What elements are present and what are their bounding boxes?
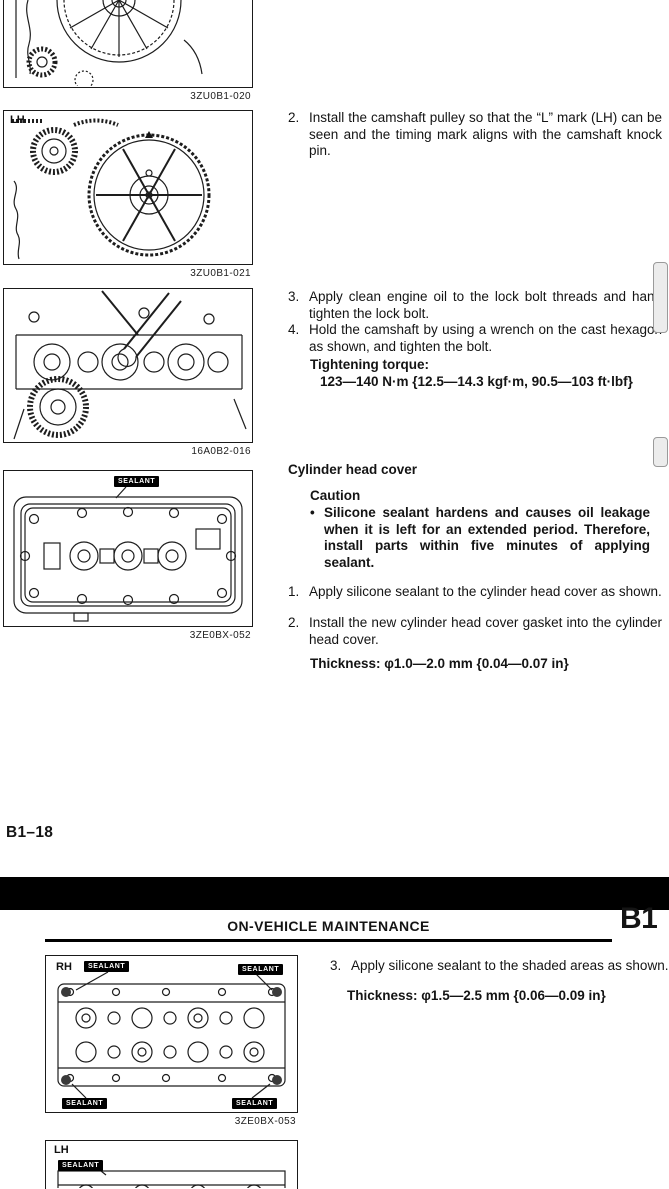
figure-label-lh: LH: [54, 1144, 69, 1156]
camshaft-wrench-drawing: [13, 290, 247, 440]
sealant-tag: SEALANT: [84, 961, 130, 972]
step-number: 3.: [330, 958, 342, 973]
page-header-title: ON-VEHICLE MAINTENANCE: [227, 918, 430, 934]
step-install-gasket: 2. Install the new cylinder head cover g…: [288, 615, 662, 648]
step-text: Install the camshaft pulley so that the …: [309, 110, 662, 158]
figure-label-rh: RH: [56, 961, 72, 973]
step-apply-sealant-shaded: 3. Apply silicone sealant to the shaded …: [330, 958, 669, 975]
figure-cylinder-head-lh-partial: LH SEALANT: [45, 1140, 298, 1189]
figure-cylinder-head-rh-sealant: RH SEALANT SEALANT SEALANT SEALANT: [45, 955, 298, 1113]
sealant-tag: SEALANT: [238, 964, 284, 975]
sealant-tag: SEALANT: [58, 1160, 104, 1171]
figure-caption: 16A0B2-016: [191, 446, 251, 457]
step-install-pulley: 2. Install the camshaft pulley so that t…: [288, 110, 662, 160]
figure-caption: 3ZU0B1-021: [190, 268, 251, 279]
figure-caption: 3ZU0B1-020: [190, 91, 251, 102]
figure-label-lh: LH: [10, 114, 25, 126]
caution-label: Caution: [310, 488, 361, 503]
cylinder-head-rh-drawing: [57, 971, 286, 1099]
step-text: Hold the camshaft by using a wrench on t…: [309, 322, 662, 354]
header-rule: [45, 939, 612, 942]
step-number: 1.: [288, 584, 300, 599]
sealant-tag: SEALANT: [232, 1098, 278, 1109]
step-apply-oil: 3. Apply clean engine oil to the lock bo…: [288, 289, 662, 322]
cylinder-head-cover-drawing: [13, 486, 243, 622]
bullet-marker: •: [310, 505, 315, 520]
step-text: Apply clean engine oil to the lock bolt …: [309, 289, 662, 321]
sealant-tag: SEALANT: [62, 1098, 108, 1109]
camshaft-pulley-partial-drawing: [15, 0, 203, 86]
figure-camshaft-pulley-partial: [3, 0, 253, 88]
caution-text: Silicone sealant hardens and causes oil …: [324, 505, 650, 570]
figure-caption: 3ZE0BX-053: [234, 1116, 296, 1127]
figure-caption: 3ZE0BX-052: [189, 630, 251, 641]
step-text: Apply silicone sealant to the cylinder h…: [309, 584, 662, 599]
camshaft-pulley-lh-drawing: [12, 118, 211, 260]
step-number: 4.: [288, 322, 300, 337]
figure-camshaft-wrench: [3, 288, 253, 443]
page-break-bar: [0, 877, 669, 910]
page-number: B1–18: [6, 824, 54, 841]
figure-cylinder-head-cover: SEALANT: [3, 470, 253, 627]
section-heading-cylinder-head-cover: Cylinder head cover: [288, 462, 418, 477]
thickness-spec: Thickness: φ1.5—2.5 mm {0.06—0.09 in}: [347, 988, 606, 1003]
step-hold-camshaft: 4. Hold the camshaft by using a wrench o…: [288, 322, 662, 355]
cylinder-head-lh-partial-drawing: [57, 1166, 286, 1188]
section-code: B1: [620, 902, 658, 935]
step-apply-sealant: 1. Apply silicone sealant to the cylinde…: [288, 584, 662, 601]
scrollbar-thumb-lower[interactable]: [653, 437, 668, 467]
step-text: Apply silicone sealant to the shaded are…: [351, 958, 669, 973]
step-number: 2.: [288, 615, 300, 630]
torque-spec-label: Tightening torque:: [310, 357, 429, 372]
scrollbar-thumb-upper[interactable]: [653, 262, 668, 333]
step-number: 3.: [288, 289, 300, 304]
torque-spec-value: 123—140 N·m {12.5—14.3 kgf·m, 90.5—103 f…: [320, 374, 633, 389]
caution-text-block: • Silicone sealant hardens and causes oi…: [310, 505, 650, 571]
step-text: Install the new cylinder head cover gask…: [309, 615, 662, 647]
figure-camshaft-pulley-lh: LH: [3, 110, 253, 265]
sealant-tag: SEALANT: [114, 476, 160, 487]
thickness-spec: Thickness: φ1.0—2.0 mm {0.04—0.07 in}: [310, 656, 569, 671]
step-number: 2.: [288, 110, 300, 125]
